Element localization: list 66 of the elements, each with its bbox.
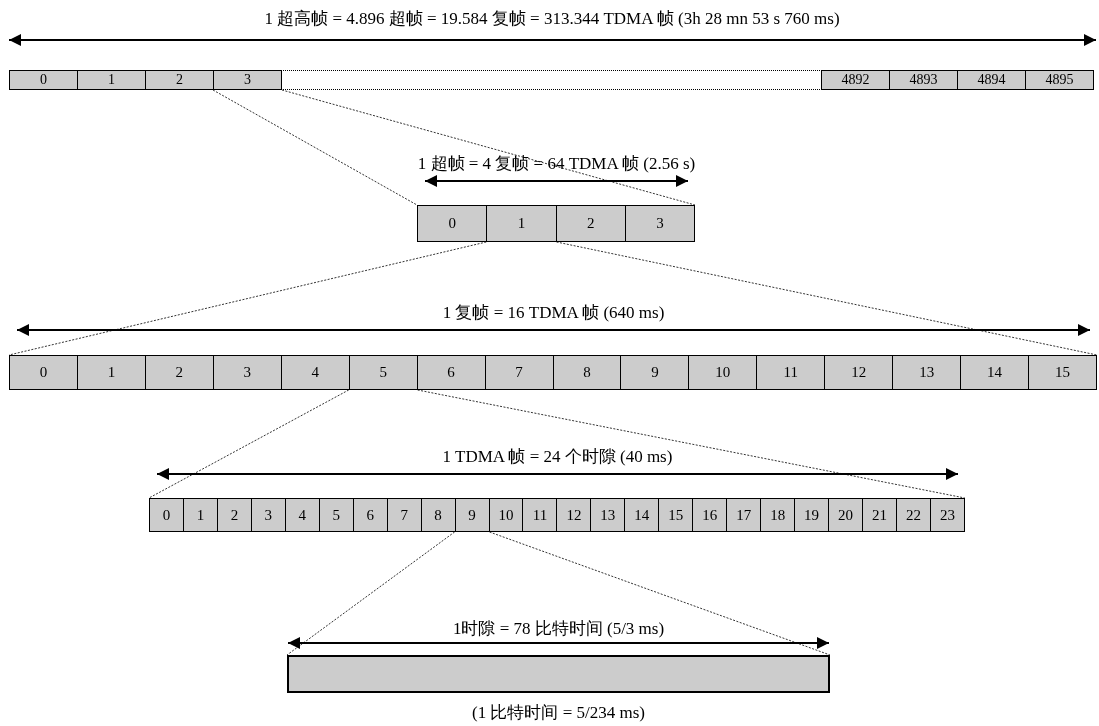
frame-cell: 13 — [892, 355, 962, 390]
frame-cell: 2 — [555, 205, 626, 242]
frame-cell: 8 — [420, 498, 456, 532]
frame-cell: 7 — [484, 355, 554, 390]
frame-cell: 5 — [348, 355, 418, 390]
frame-cell: 1 — [76, 355, 146, 390]
frame-cell: 7 — [386, 498, 422, 532]
frame-cell: 1 — [182, 498, 218, 532]
frame-cell: 4892 — [821, 70, 890, 90]
duration-label: (1 比特时间 = 5/234 ms) — [472, 703, 645, 721]
frame-cell: 4893 — [889, 70, 958, 90]
frame-cell: 23 — [929, 498, 965, 532]
frame-row — [150, 498, 965, 532]
frame-cell: 9 — [454, 498, 490, 532]
frame-cell: 2 — [144, 355, 214, 390]
duration-label: 1时隙 = 78 比特时间 (5/3 ms) — [452, 619, 665, 637]
frame-cell: 3 — [212, 355, 282, 390]
frame-cell: 0 — [149, 498, 184, 532]
frame-cell: 0 — [417, 205, 488, 242]
frame-cell: 20 — [828, 498, 863, 532]
frame-cell: 9 — [620, 355, 690, 390]
frame-cell: 1 — [77, 70, 146, 90]
frame-cell: 4 — [284, 498, 320, 532]
frame-cell: 14 — [624, 498, 660, 532]
frame-cell: 17 — [726, 498, 762, 532]
frame-cell: 3 — [624, 205, 695, 242]
frame-cell: 12 — [824, 355, 894, 390]
frame-cell: 13 — [590, 498, 626, 532]
time-slot-bar — [287, 655, 830, 693]
frame-cell: 3 — [250, 498, 286, 532]
frame-cell: 8 — [552, 355, 622, 390]
ellipsis-gap — [281, 70, 822, 90]
duration-label: 1 超帧 = 4 复帧 = 64 TDMA 帧 (2.56 s) — [417, 154, 696, 172]
frame-row — [10, 355, 1097, 390]
frame-cell: 6 — [352, 498, 388, 532]
frame-cell: 15 — [1028, 355, 1097, 390]
frame-cell: 22 — [895, 498, 931, 532]
frame-cell: 0 — [9, 70, 78, 90]
zoom-line — [286, 531, 831, 656]
frame-cell: 2 — [216, 498, 252, 532]
frame-cell: 21 — [862, 498, 897, 532]
frame-cell: 11 — [522, 498, 558, 532]
frame-cell: 3 — [213, 70, 282, 90]
frame-cell: 14 — [960, 355, 1030, 390]
frame-cell: 6 — [416, 355, 486, 390]
frame-cell: 2 — [145, 70, 214, 90]
frame-cell: 5 — [318, 498, 354, 532]
zoom-line — [148, 389, 350, 499]
frame-cell: 15 — [658, 498, 694, 532]
frame-row — [10, 70, 1094, 90]
zoom-line — [212, 89, 418, 206]
frame-cell: 4894 — [957, 70, 1026, 90]
frame-cell: 0 — [9, 355, 78, 390]
frame-cell: 11 — [756, 355, 826, 390]
duration-label: 1 超高帧 = 4.896 超帧 = 19.584 复帧 = 313.344 TDMA 帧 (3h 28 mn 53 s 760 ms) — [264, 9, 840, 27]
frame-cell: 4 — [280, 355, 350, 390]
frame-cell: 18 — [760, 498, 796, 532]
frame-cell: 19 — [794, 498, 830, 532]
frame-cell: 1 — [486, 205, 557, 242]
frame-cell: 4895 — [1025, 70, 1094, 90]
frame-cell: 12 — [556, 498, 592, 532]
duration-label: 1 复帧 = 16 TDMA 帧 (640 ms) — [442, 303, 665, 321]
frame-cell: 16 — [692, 498, 728, 532]
frame-row — [418, 205, 695, 242]
frame-cell: 10 — [688, 355, 758, 390]
duration-label: 1 TDMA 帧 = 24 个时隙 (40 ms) — [442, 447, 673, 465]
